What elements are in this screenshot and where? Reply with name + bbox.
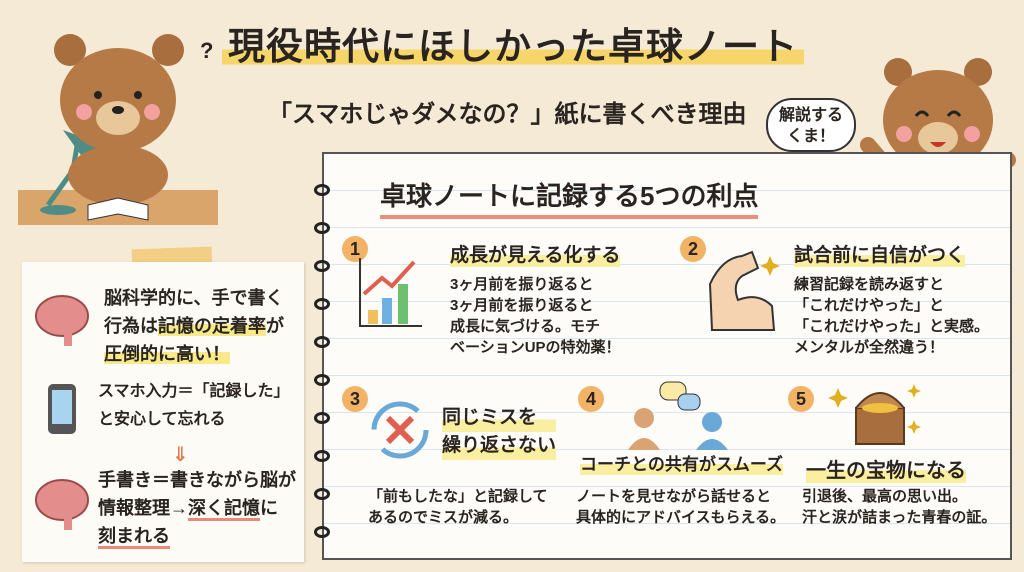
engraved-underline: 刻まれる: [98, 526, 170, 549]
body-line: メンタルが全然違う！: [794, 339, 945, 356]
bubble-line1: 解説する: [778, 107, 843, 124]
spiral-ring: [314, 336, 330, 348]
brain-text-post: が: [266, 316, 284, 336]
brain-text-line1: 脳科学的に、手で書く: [104, 288, 284, 308]
smartphone-text: スマホ入力＝「記録した」 と安心して忘れる: [98, 378, 290, 434]
number-badge-2: 2: [680, 236, 706, 262]
body-line: ノートを見せながら話せると: [576, 488, 772, 505]
benefit-title-1: 成長が見える化する: [450, 240, 621, 267]
spiral-ring: [314, 298, 330, 310]
notebook-heading: 卓球ノートに記録する5つの利点: [380, 176, 759, 219]
handwriting-line2-pre: 情報整理→: [98, 498, 188, 518]
brain-icon: [35, 295, 89, 346]
spiral-ring: [314, 374, 330, 386]
treasure-chest-icon: [828, 384, 921, 445]
benefit-title-2: 試合前に自信がつく: [794, 240, 966, 267]
spiral-ring: [314, 260, 330, 272]
question-mark: ?: [200, 38, 214, 63]
handwriting-line2-post: に: [260, 498, 278, 518]
body-line: 「これだけやった」と: [794, 297, 945, 314]
title-line: 繰り返さない: [442, 432, 557, 460]
body-line: 練習記録を読み返すと: [794, 276, 945, 293]
phone-text-line1: スマホ入力＝「記録した」: [98, 383, 290, 400]
body-line: 引退後、最高の思い出。: [802, 488, 968, 505]
growth-chart-icon: [359, 258, 422, 327]
benefit-body-2: 練習記録を読み返すと「これだけやった」と「これだけやった」と実感。メンタルが全然…: [794, 274, 989, 358]
body-line: 具体的にアドバイスもらえる。: [576, 509, 786, 526]
number-badge-3: 3: [342, 386, 368, 412]
body-line: 汗と涙が詰まった青春の証。: [802, 509, 997, 526]
spiral-ring: [314, 222, 330, 234]
smartphone-icon: [48, 384, 76, 434]
phone-text-line2: と安心して忘れる: [98, 411, 226, 428]
repeat-mistake-icon: [371, 401, 429, 459]
body-line: 「これだけやった」と実感。: [794, 318, 990, 335]
body-line: 成長に気づける。モチ: [450, 318, 601, 335]
memory-retention-highlight: 記憶の定着率: [158, 316, 266, 336]
down-arrow-icon: ⇓: [172, 444, 189, 466]
flexed-arm-icon: [708, 250, 780, 331]
number-badge-5: 5: [788, 386, 814, 412]
body-line: あるのでミスが減る。: [368, 509, 519, 526]
title-line: 同じミスを: [442, 404, 557, 432]
spiral-ring: [314, 184, 330, 196]
benefit-title-4: コーチとの共有がスムーズ: [580, 450, 783, 475]
handwriting-benefits-card: 脳科学的に、手で書く 行為は記憶の定着率が 圧倒的に高い！ スマホ入力＝「記録し…: [22, 262, 304, 562]
body-line: ベーションUPの特効薬！: [450, 339, 621, 356]
number-badge-1: 1: [342, 236, 368, 262]
number-badge-4: 4: [578, 386, 604, 412]
body-line: 「前もしたな」と記録して: [368, 488, 548, 505]
handwriting-text: 手書き＝書きながら脳が 情報整理→深く記憶に 刻まれる: [98, 466, 296, 550]
benefit-title-5: 一生の宝物になる: [806, 454, 966, 483]
overwhelmingly-high-highlight: 圧倒的に高い！: [104, 344, 230, 364]
deep-memory-underline: 深く記憶: [188, 498, 260, 521]
benefit-title-3: 同じミスを繰り返さない: [442, 404, 557, 460]
bubble-line2: くま！: [786, 128, 835, 145]
spiral-ring: [314, 412, 330, 424]
brain-science-text: 脳科学的に、手で書く 行為は記憶の定着率が 圧倒的に高い！: [104, 284, 284, 368]
benefit-body-5: 引退後、最高の思い出。汗と涙が詰まった青春の証。: [802, 486, 996, 528]
bear-studying-illustration: [18, 34, 218, 225]
brain-text-pre: 行為は: [104, 316, 158, 336]
coach-conversation-icon: [628, 381, 728, 450]
handwriting-line1: 手書き＝書きながら脳が: [98, 470, 296, 490]
body-line: 3ヶ月前を振り返ると: [450, 276, 594, 293]
spiral-ring: [314, 526, 330, 538]
page-subtitle: 「スマホじゃダメなの？」紙に書くべき理由: [268, 101, 747, 128]
benefit-body-4: ノートを見せながら話せると具体的にアドバイスもらえる。: [576, 486, 785, 528]
benefit-body-1: 3ヶ月前を振り返ると 3ヶ月前を振り返ると成長に気づける。モチベーションUPの特効…: [450, 274, 621, 358]
spiral-ring: [314, 450, 330, 462]
page-title: 現役時代にほしかった卓球ノート: [222, 16, 804, 70]
brain-icon: [35, 479, 89, 530]
spiral-ring: [314, 488, 330, 500]
benefit-body-3: 「前もしたな」と記録してあるのでミスが減る。: [368, 486, 548, 528]
speech-bubble: 解説するくま！: [766, 98, 856, 152]
body-line: 3ヶ月前を振り返ると: [450, 297, 594, 314]
